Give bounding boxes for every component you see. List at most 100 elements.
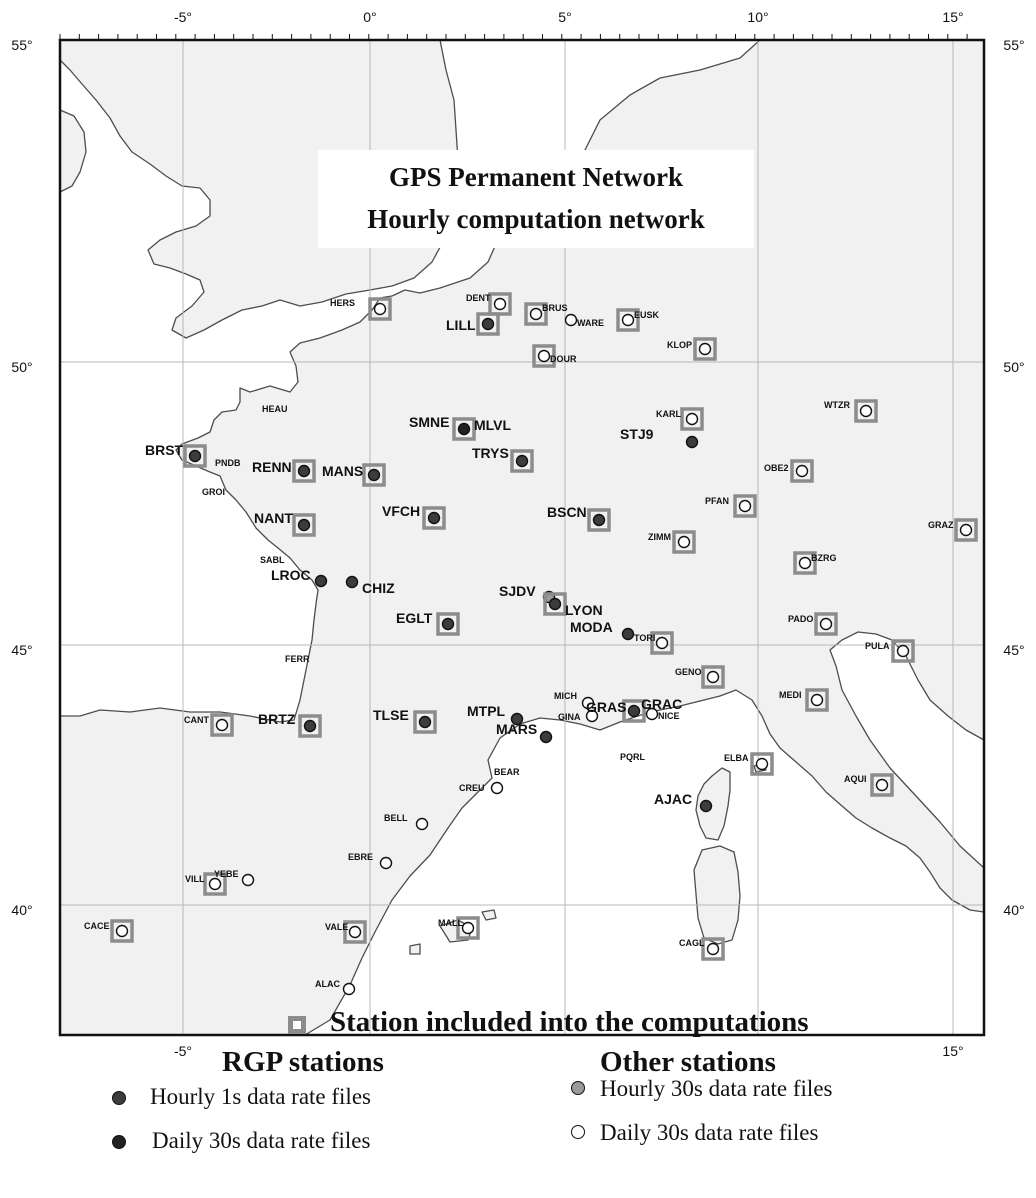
station-label-sabl: SABL: [260, 555, 285, 565]
station-dot-pfan: [738, 499, 752, 513]
station-label-heau: HEAU: [262, 404, 288, 414]
station-square-vale: [343, 920, 367, 944]
station-bscn: BSCN: [547, 504, 611, 532]
station-dot-nant: [297, 518, 311, 532]
station-square-trys: [510, 449, 534, 473]
station-vill: VILL: [185, 872, 227, 896]
station-dot-eglt: [441, 617, 455, 631]
station-square-smne: [452, 417, 476, 441]
station-ajac: AJAC: [654, 791, 713, 813]
station-label-dent: DENT: [466, 293, 491, 303]
map-frame: [58, 38, 986, 1037]
station-dot-vfch: [427, 511, 441, 525]
station-dot-smne: [457, 422, 471, 436]
station-label-mars: MARS: [496, 721, 537, 737]
station-dour: DOUR: [532, 344, 577, 368]
station-label-bell: BELL: [384, 813, 408, 823]
station-dot-graz: [959, 523, 973, 537]
station-dot-tlse: [418, 715, 432, 729]
title-line-2: Hourly computation network: [367, 204, 705, 234]
station-dot-pado: [819, 617, 833, 631]
station-square-pado: [814, 612, 838, 636]
station-square-dour: [532, 344, 556, 368]
station-label-brst: BRST: [145, 442, 184, 458]
station-bear: BEAR: [494, 767, 520, 777]
station-label-bscn: BSCN: [547, 504, 587, 520]
station-label-brtz: BRTZ: [258, 711, 296, 727]
station-klop: KLOP: [667, 337, 717, 361]
station-wtzr: WTZR: [824, 399, 878, 423]
station-label-cant: CANT: [184, 715, 209, 725]
station-square-klop: [693, 337, 717, 361]
station-square-brtz: [298, 714, 322, 738]
station-label-geno: GENO: [675, 667, 702, 677]
station-label-renn: RENN: [252, 459, 292, 475]
station-graz: GRAZ: [928, 518, 978, 542]
station-pqrl: PQRL: [620, 752, 646, 762]
station-brus: BRUS: [524, 302, 568, 326]
station-dent: DENT: [466, 292, 512, 316]
station-cant: CANT: [184, 713, 234, 737]
station-label-bzrg: BZRG: [811, 553, 837, 563]
station-square-eusk: [616, 308, 640, 332]
station-moda: MODA: [570, 619, 635, 641]
station-label-alac: ALAC: [315, 979, 340, 989]
station-square-gras: [622, 699, 646, 723]
station-dot-renn: [297, 464, 311, 478]
station-label-brus: BRUS: [542, 303, 568, 313]
station-dot-medi: [810, 693, 824, 707]
station-stj9: STJ9: [620, 426, 699, 449]
station-dot-lroc: [314, 574, 328, 588]
lat-tick-label-left: 45°: [11, 642, 32, 658]
station-bzrg: BZRG: [793, 551, 837, 575]
station-square-aqui: [870, 773, 894, 797]
lat-tick-label-right: 45°: [1003, 642, 1024, 658]
station-label-vfch: VFCH: [382, 503, 420, 519]
station-lill: LILL: [446, 312, 500, 336]
land-menorca: [481, 909, 497, 921]
station-pula: PULA: [865, 639, 915, 663]
station-dot-brus: [529, 307, 543, 321]
station-mtpl: MTPL: [467, 703, 524, 726]
station-square-cace: [110, 919, 134, 943]
station-cagl: CAGL: [679, 937, 725, 961]
station-nice: NICE: [645, 707, 680, 721]
station-square-elba: [750, 752, 774, 776]
station-dot-cace: [115, 924, 129, 938]
station-label-trys: TRYS: [472, 445, 509, 461]
station-tlse: TLSE: [373, 707, 437, 734]
legend-rgp-item-2: Daily 30s data rate files: [152, 1128, 371, 1153]
station-label-lill: LILL: [446, 317, 476, 333]
station-square-tlse: [413, 710, 437, 734]
station-dot-karl: [685, 412, 699, 426]
station-renn: RENN: [252, 459, 316, 483]
station-gras: GRAS: [586, 699, 646, 723]
station-label-mtpl: MTPL: [467, 703, 506, 719]
station-square-karl: [680, 407, 704, 431]
station-square-tori: [650, 631, 674, 655]
lon-tick-label-top: 15°: [942, 9, 963, 25]
station-groi: GROI: [202, 487, 225, 497]
lon-tick-label-bottom: 15°: [942, 1043, 963, 1059]
station-brtz: BRTZ: [258, 711, 322, 738]
station-dot-wtzr: [859, 404, 873, 418]
station-dot-gras: [627, 704, 641, 718]
station-dot-elba: [755, 757, 769, 771]
station-trys: TRYS: [472, 445, 534, 473]
station-dot-aqui: [875, 778, 889, 792]
legend-other-item-1: Hourly 30s data rate files: [600, 1076, 833, 1101]
station-lroc: LROC: [271, 567, 328, 588]
station-chiz: CHIZ: [345, 575, 395, 596]
lat-tick-label-right: 40°: [1003, 902, 1024, 918]
station-label-grac: GRAC: [641, 696, 682, 712]
station-label-graz: GRAZ: [928, 520, 954, 530]
title-line-1: GPS Permanent Network: [389, 162, 683, 192]
station-dot-mtpl: [510, 712, 524, 726]
station-square-cant: [210, 713, 234, 737]
station-label-ajac: AJAC: [654, 791, 692, 807]
station-dot-lill: [481, 317, 495, 331]
station-heau: HEAU: [262, 404, 288, 414]
lon-tick-label-top: 10°: [747, 9, 768, 25]
station-dot-nice: [645, 707, 659, 721]
station-label-vale: VALE: [325, 922, 348, 932]
